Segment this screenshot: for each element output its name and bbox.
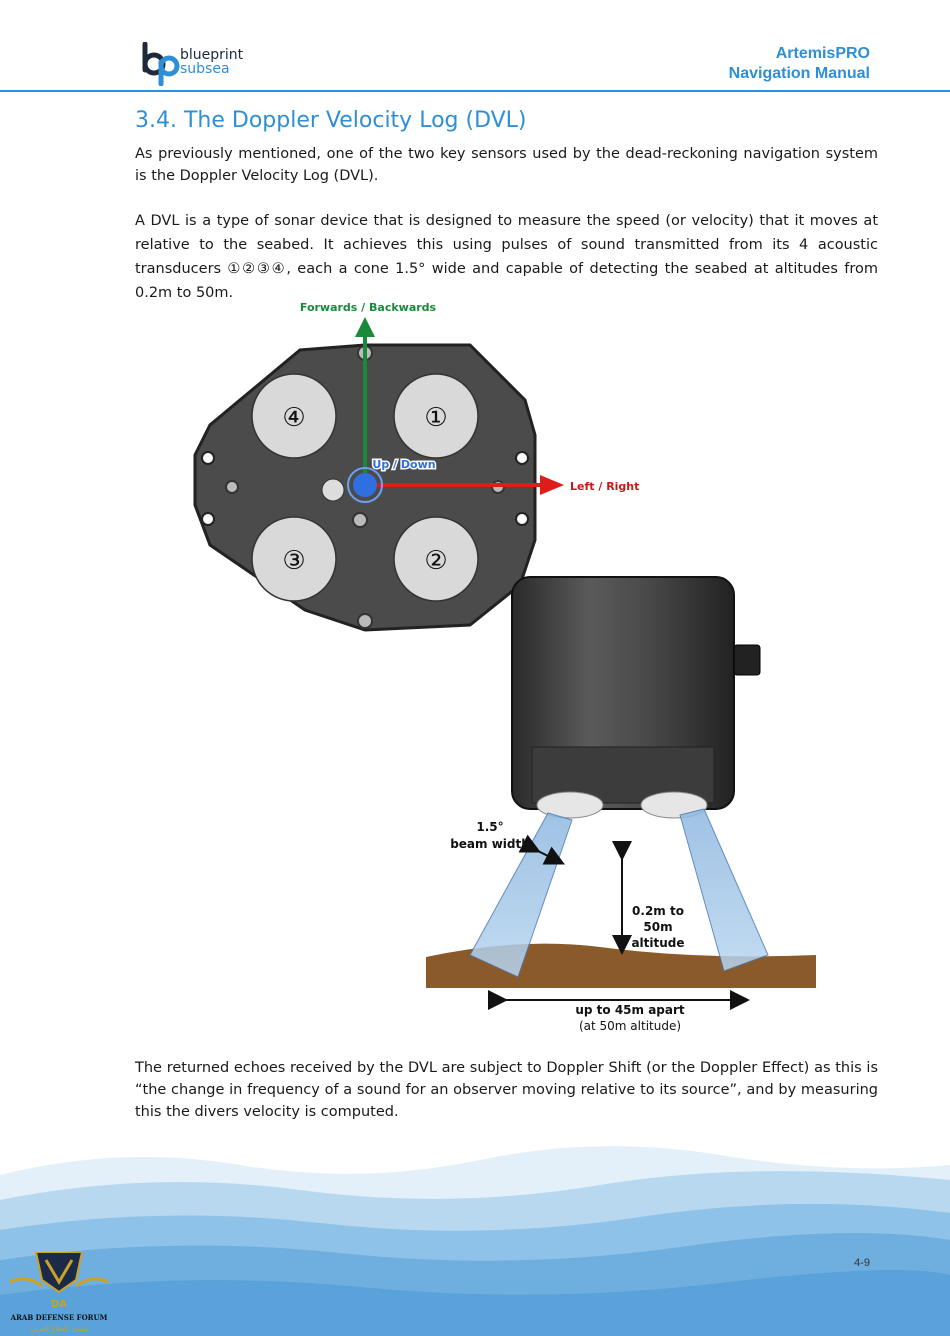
bolt-center-icon [352, 512, 368, 528]
footer-waves [0, 1146, 950, 1336]
side-transducer-left [536, 791, 604, 819]
altitude-line3: altitude [631, 936, 684, 950]
paragraph-dvl-description: A DVL is a type of sonar device that is … [135, 213, 878, 301]
mount-hole-icon [201, 451, 215, 465]
badge-text-english: ARAB DEFENSE FORUM [10, 1313, 108, 1322]
transducer-2 [393, 516, 479, 602]
logo-line1: blueprint [180, 47, 244, 63]
altitude-line1: 0.2m to [632, 904, 684, 918]
transducer-4-label: ④ [282, 403, 305, 433]
bp-logo-icon [142, 41, 180, 87]
beam-right [679, 808, 769, 972]
wing-left-icon [9, 1277, 43, 1288]
badge-text-arabic: منتدى الدفاع العربي [30, 1325, 88, 1333]
bolt-left-icon [225, 480, 239, 494]
dvl-side-view: 1.5° beam width 0.2m to 50m altitude up … [426, 576, 816, 1033]
left-right-label: Left / Right [570, 480, 639, 493]
right-arrow-icon [540, 475, 564, 495]
document-title-line1: ArtemisPRO [775, 45, 870, 62]
forward-arrow-icon [355, 317, 375, 337]
transducer-4 [251, 373, 337, 459]
updown-dot-icon [353, 473, 377, 497]
document-title: ArtemisPRO Navigation Manual [729, 44, 870, 84]
mount-hole-icon [515, 512, 529, 526]
pressure-sensor-icon [321, 478, 345, 502]
forwards-backwards-label: Forwards / Backwards [300, 301, 437, 314]
transducer-3-label: ③ [282, 546, 305, 576]
logo-line2: subsea [180, 61, 230, 77]
separation-label: up to 45m apart [575, 1003, 685, 1017]
page-number: 4-9 [854, 1257, 870, 1269]
header-divider [0, 90, 950, 92]
transducer-2-label: ② [424, 546, 447, 576]
transducer-1-label: ① [424, 403, 447, 433]
beam-angle-label: 1.5° [476, 820, 503, 834]
side-transducer-right [640, 791, 708, 819]
beam-width-arrow [518, 834, 565, 865]
dvl-top-view: ④ ① ③ ② Forwards / Backwards Up / Down L… [193, 301, 639, 632]
paragraph-doppler-shift: The returned echoes received by the DVL … [135, 1060, 878, 1120]
document-title-line2: Navigation Manual [728, 65, 870, 82]
company-logo: blueprint subsea [140, 41, 260, 87]
transducer-1 [393, 373, 479, 459]
mount-hole-icon [515, 451, 529, 465]
up-down-label: Up / Down [372, 458, 435, 471]
shield-icon [34, 1252, 84, 1294]
paragraph-intro: As previously mentioned, one of the two … [135, 146, 878, 184]
altitude-line2: 50m [643, 920, 672, 934]
wing-right-icon [75, 1277, 109, 1288]
forum-badge: DA ARAB DEFENSE FORUM منتدى الدفاع العرب… [9, 1252, 109, 1333]
mount-hole-icon [201, 512, 215, 526]
page-header: blueprint subsea ArtemisPRO Navigation M… [0, 0, 950, 92]
bolt-bottom-icon [357, 613, 373, 629]
logo-wordmark: blueprint subsea [180, 48, 243, 76]
updown-ring-icon [347, 467, 383, 503]
section-heading: 3.4. The Doppler Velocity Log (DVL) [135, 108, 527, 133]
separation-note: (at 50m altitude) [579, 1019, 681, 1033]
emblem-icon [44, 1259, 74, 1285]
dvl-diagram: ④ ① ③ ② Forwards / Backwards Up / Down L… [193, 301, 816, 1033]
beam-width-label: beam width [450, 837, 530, 851]
badge-initials: DA [51, 1299, 67, 1310]
connector-icon [733, 644, 761, 676]
transducer-3 [251, 516, 337, 602]
